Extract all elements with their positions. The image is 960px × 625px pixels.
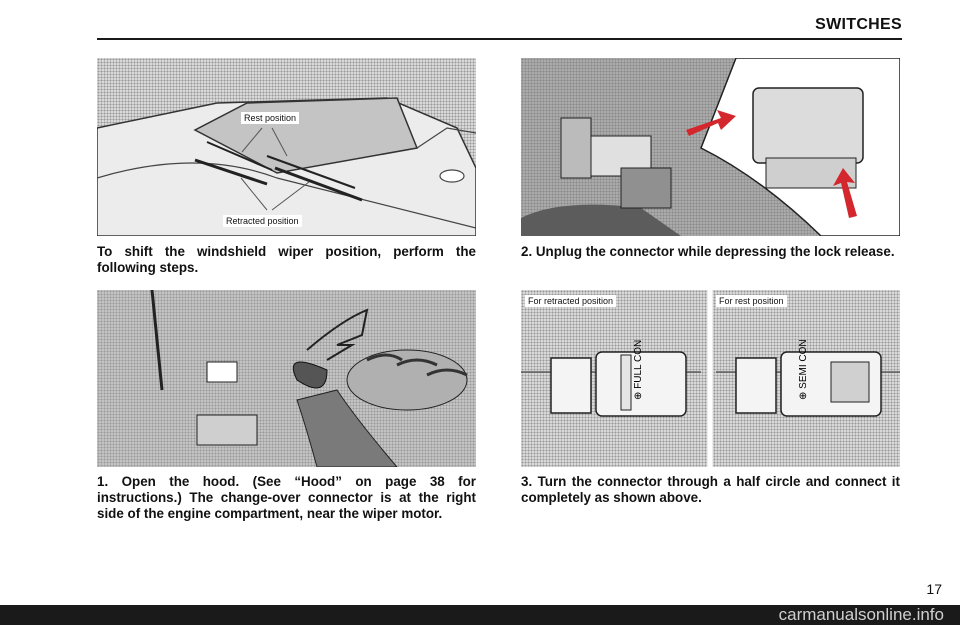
page-header-title: SWITCHES xyxy=(815,16,902,33)
step1-caption: 1. Open the hood. (See “Hood” on page 38… xyxy=(97,474,476,521)
retracted-position-label: Retracted position xyxy=(223,215,302,227)
connector-positions-illustration: ⊕ FULL CON ⊕ SEMI CON For retracted posi… xyxy=(521,290,900,467)
page-number: 17 xyxy=(926,581,942,597)
rest-position-label: Rest position xyxy=(241,112,300,124)
step2-caption: 2. Unplug the connector while depressing… xyxy=(521,244,895,259)
retracted-position-caption-label: For retracted position xyxy=(525,295,617,307)
svg-text:⊕ FULL CON: ⊕ FULL CON xyxy=(633,340,644,400)
intro-caption: To shift the windshield wiper position, … xyxy=(97,244,476,275)
header-rule xyxy=(97,38,902,40)
step3-caption: 3. Turn the connector through a half cir… xyxy=(521,474,900,505)
watermark-text: carmanualsonline.info xyxy=(0,605,960,625)
rest-position-caption-label: For rest position xyxy=(716,295,787,307)
connector-unplug-illustration xyxy=(521,58,900,236)
wiper-illustration: Rest position Retracted position xyxy=(97,58,476,236)
engine-compartment-illustration xyxy=(97,290,476,467)
svg-text:⊕ SEMI CON: ⊕ SEMI CON xyxy=(798,339,809,400)
